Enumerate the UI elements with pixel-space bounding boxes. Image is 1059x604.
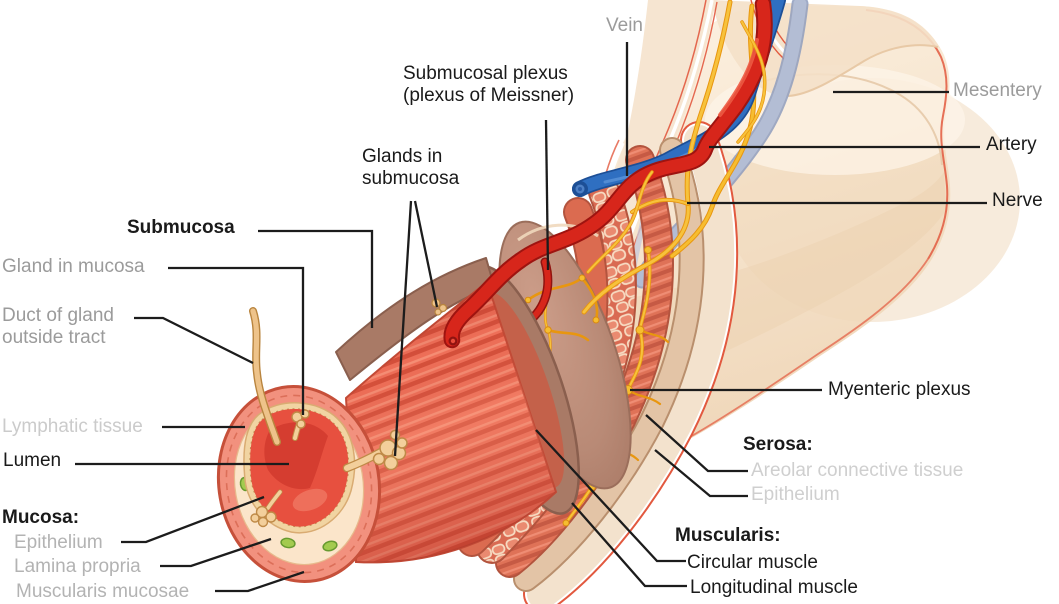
label-nerve: Nerve — [992, 190, 1043, 211]
leader-glands-a — [393, 200, 413, 457]
label-mesentery: Mesentery — [953, 80, 1042, 101]
leader-muscularis-mucosae — [215, 570, 305, 593]
label-serosa-epithelium: Epithelium — [751, 484, 840, 505]
nerve-fibers-front — [586, 20, 767, 274]
label-submucosal-plexus: Submucosal plexus (plexus of Meissner) — [403, 63, 575, 106]
leader-duct — [134, 316, 254, 365]
label-serosa-areolar: Areolar connective tissue — [751, 460, 964, 481]
leader-lines — [75, 42, 987, 593]
label-mucosa-epithelium: Epithelium — [14, 532, 103, 553]
label-submucosa: Submucosa — [127, 217, 235, 238]
mucosa-tube — [344, 280, 558, 564]
label-glands-in-submucosa: Glands in submucosa — [362, 146, 460, 189]
label-longitudinal-muscle: Longitudinal muscle — [690, 577, 858, 598]
leader-serosa-epithelium — [654, 449, 748, 498]
lumen-shape — [250, 409, 349, 527]
label-lamina-propria: Lamina propria — [14, 556, 141, 577]
label-gland-in-mucosa: Gland in mucosa — [2, 256, 145, 277]
label-lymphatic-tissue: Lymphatic tissue — [2, 416, 143, 437]
leader-lamina-propria — [160, 537, 272, 568]
label-vein: Vein — [606, 15, 643, 36]
label-lumen: Lumen — [3, 450, 62, 471]
leader-submucosa — [258, 229, 374, 328]
label-muscularis-heading: Muscularis: — [675, 525, 781, 546]
mucosal-glands — [250, 409, 408, 528]
leader-submucosal-plexus — [544, 119, 550, 271]
cross-section-face — [216, 307, 408, 584]
leader-epithelium — [121, 495, 265, 544]
label-artery: Artery — [986, 134, 1037, 155]
leader-circular-muscle — [535, 429, 686, 563]
label-duct-of-gland: Duct of gland outside tract — [2, 305, 114, 348]
leader-gland-in-mucosa — [168, 266, 305, 415]
leader-serosa-areolar — [645, 414, 748, 473]
serosa-epithelium-band — [527, 125, 735, 604]
label-circular-muscle: Circular muscle — [687, 552, 818, 573]
label-muscularis-mucosae: Muscularis mucosae — [16, 581, 190, 602]
gland-in-submucosa-small — [431, 298, 448, 316]
label-mucosa-heading: Mucosa: — [2, 507, 80, 528]
label-myenteric-plexus: Myenteric plexus — [828, 379, 971, 400]
duct-of-gland-strand — [249, 307, 281, 446]
leader-glands-b — [413, 200, 439, 308]
leader-longitudinal-muscle — [571, 502, 687, 588]
label-serosa-heading: Serosa: — [743, 434, 813, 455]
